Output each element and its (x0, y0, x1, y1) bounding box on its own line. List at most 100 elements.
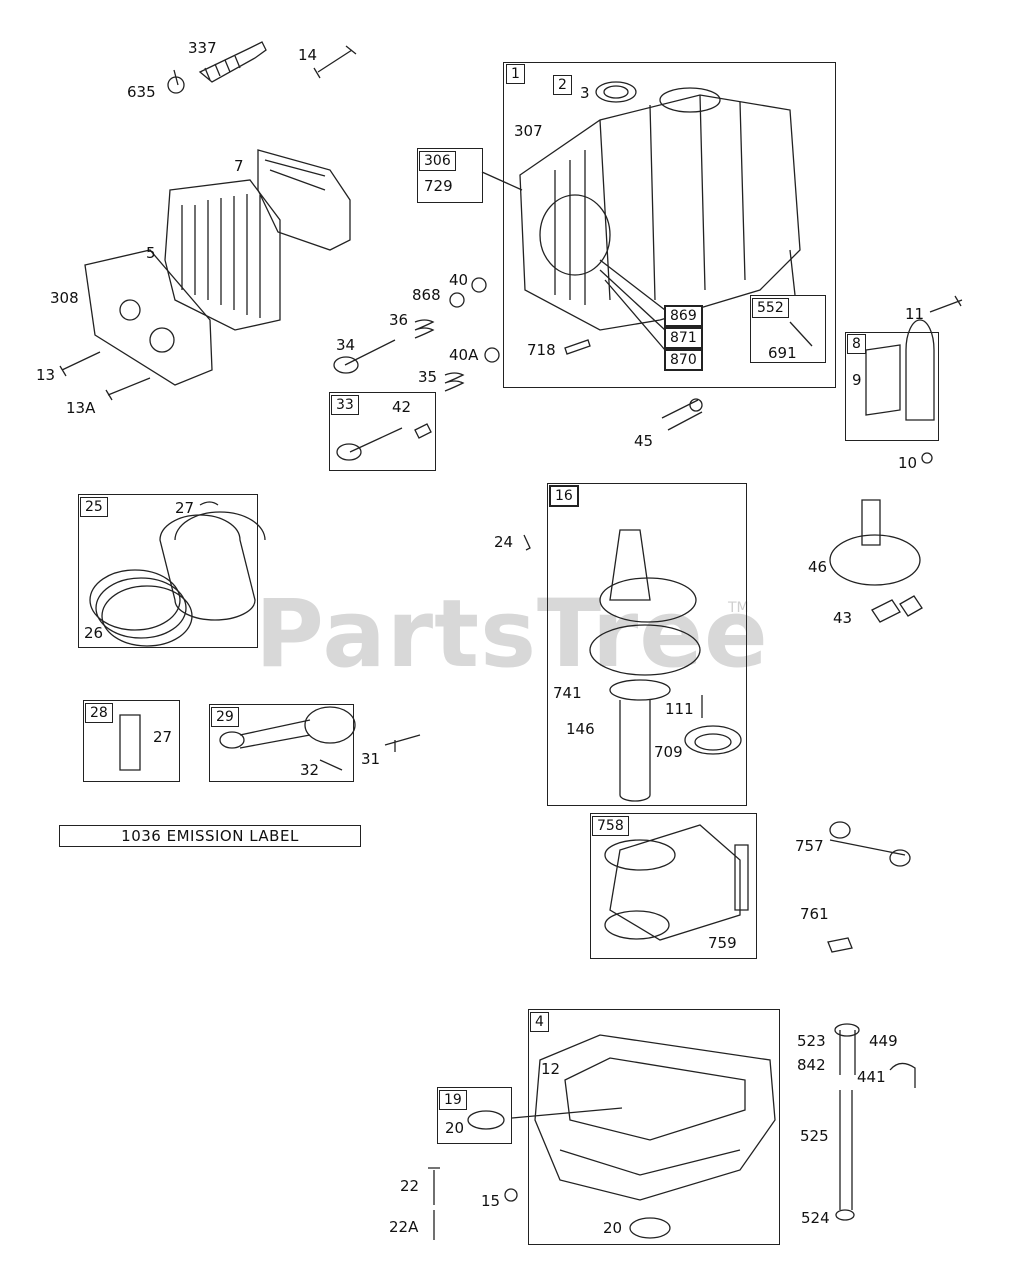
callout-741[interactable]: 741 (553, 684, 582, 702)
callout-45[interactable]: 45 (634, 432, 654, 450)
callout-20-boxed[interactable]: 20 (445, 1119, 465, 1137)
callout-40[interactable]: 40 (449, 271, 469, 289)
pin-761-drawing (827, 937, 853, 953)
bolt-22-drawing (428, 1167, 440, 1205)
callout-635[interactable]: 635 (127, 83, 156, 101)
key-24-drawing (523, 534, 531, 551)
group-frame-306 (417, 148, 483, 203)
callout-3[interactable]: 3 (580, 84, 590, 102)
callout-43[interactable]: 43 (833, 609, 853, 627)
callout-40A[interactable]: 40A (449, 346, 479, 364)
screw-14-drawing (313, 45, 357, 79)
callout-308[interactable]: 308 (50, 289, 79, 307)
callout-5[interactable]: 5 (146, 244, 156, 262)
callout-146[interactable]: 146 (566, 720, 595, 738)
callout-524[interactable]: 524 (801, 1209, 830, 1227)
callout-10[interactable]: 10 (898, 454, 918, 472)
callout-34[interactable]: 34 (336, 336, 356, 354)
callout-709[interactable]: 709 (654, 743, 683, 761)
callout-870[interactable]: 870 (664, 349, 703, 371)
dipstick-drawing (834, 1023, 916, 1221)
leader-19 (511, 1107, 623, 1119)
seal-709-drawing (684, 725, 742, 755)
link-757-drawing (829, 821, 911, 867)
ref-box-758[interactable]: 758 (592, 816, 629, 836)
bolt-13A-drawing (105, 377, 151, 401)
callout-869[interactable]: 869 (664, 305, 703, 327)
callout-718[interactable]: 718 (527, 341, 556, 359)
tappets-43-drawing (871, 595, 923, 623)
callout-13A[interactable]: 13A (66, 399, 96, 417)
bolt-13-drawing (59, 351, 101, 377)
callout-15[interactable]: 15 (481, 1192, 501, 1210)
group-frame-1 (503, 62, 836, 388)
callout-27-piston[interactable]: 27 (175, 499, 195, 517)
ref-box-552[interactable]: 552 (752, 298, 789, 318)
callout-759[interactable]: 759 (708, 934, 737, 952)
callout-32[interactable]: 32 (300, 761, 320, 779)
callout-729[interactable]: 729 (424, 177, 453, 195)
callout-31[interactable]: 31 (361, 750, 381, 768)
callout-22A[interactable]: 22A (389, 1218, 419, 1236)
ref-box-28[interactable]: 28 (85, 703, 113, 723)
callout-9[interactable]: 9 (852, 371, 862, 389)
callout-36[interactable]: 36 (389, 311, 409, 329)
callout-20[interactable]: 20 (603, 1219, 623, 1237)
callout-868[interactable]: 868 (412, 286, 441, 304)
callout-525[interactable]: 525 (800, 1127, 829, 1145)
callout-7[interactable]: 7 (234, 157, 244, 175)
ref-box-29[interactable]: 29 (211, 707, 239, 727)
callout-26[interactable]: 26 (84, 624, 104, 642)
callout-11[interactable]: 11 (905, 305, 925, 323)
callout-449[interactable]: 449 (869, 1032, 898, 1050)
callout-523[interactable]: 523 (797, 1032, 826, 1050)
group-frame-25 (78, 494, 258, 648)
group-frame-8 (845, 332, 939, 441)
group-frame-19 (437, 1087, 512, 1144)
dipper-31-drawing (384, 734, 421, 752)
leader-552 (789, 249, 796, 296)
callout-441[interactable]: 441 (857, 1068, 886, 1086)
terminal-635-drawing (167, 69, 185, 94)
clip-27-drawing (199, 501, 219, 506)
callout-27-rod[interactable]: 27 (153, 728, 173, 746)
pin-718-drawing (564, 339, 591, 355)
ref-box-1[interactable]: 1 (506, 64, 525, 84)
ref-box-16[interactable]: 16 (549, 485, 579, 507)
ref-box-19[interactable]: 19 (439, 1090, 467, 1110)
crankshaft-drawing (589, 529, 701, 802)
callout-871[interactable]: 871 (664, 327, 703, 349)
callout-337[interactable]: 337 (188, 39, 217, 57)
cam-gear-drawing (829, 499, 921, 586)
callout-757[interactable]: 757 (795, 837, 824, 855)
callout-35[interactable]: 35 (418, 368, 438, 386)
callout-12[interactable]: 12 (541, 1060, 561, 1078)
ref-box-306[interactable]: 306 (419, 151, 456, 171)
callout-691[interactable]: 691 (768, 344, 797, 362)
ref-box-2[interactable]: 2 (553, 75, 572, 95)
piston-drawing (159, 511, 266, 621)
ref-box-4[interactable]: 4 (530, 1012, 549, 1032)
ref-box-33[interactable]: 33 (331, 395, 359, 415)
callout-761[interactable]: 761 (800, 905, 829, 923)
callout-46[interactable]: 46 (808, 558, 828, 576)
ref-box-8[interactable]: 8 (847, 334, 866, 354)
screw-15-drawing (504, 1188, 518, 1202)
pin-691-drawing (789, 321, 813, 347)
callout-842[interactable]: 842 (797, 1056, 826, 1074)
callout-22[interactable]: 22 (400, 1177, 420, 1195)
seal-20b-drawing (629, 1217, 671, 1239)
group-frame-28 (83, 700, 180, 782)
callout-24[interactable]: 24 (494, 533, 514, 551)
bolt-45-drawing (661, 398, 703, 431)
watermark-trademark: TM (728, 600, 749, 616)
ref-box-25[interactable]: 25 (80, 497, 108, 517)
valve-34-drawing (333, 339, 396, 374)
callout-13[interactable]: 13 (36, 366, 56, 384)
callout-307[interactable]: 307 (514, 122, 543, 140)
emission-label-box[interactable]: 1036 EMISSION LABEL (59, 825, 361, 847)
callout-42[interactable]: 42 (392, 398, 412, 416)
callout-111[interactable]: 111 (665, 700, 694, 718)
callout-14[interactable]: 14 (298, 46, 318, 64)
